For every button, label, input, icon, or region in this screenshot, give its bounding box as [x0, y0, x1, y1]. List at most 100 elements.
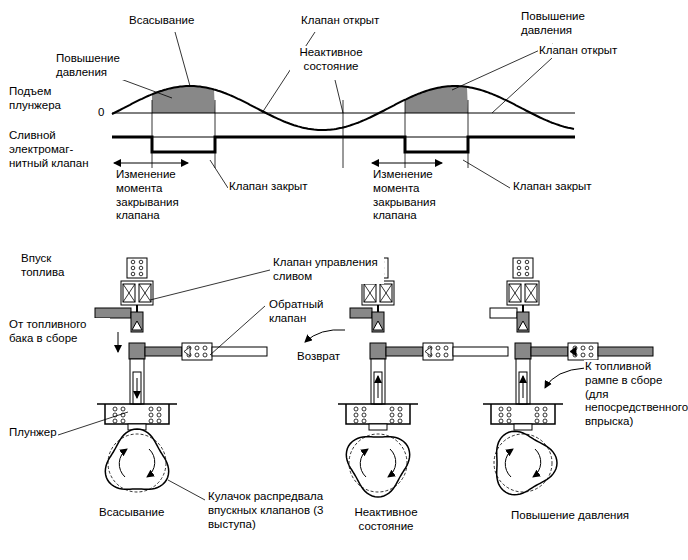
callout-label: 0 — [97, 106, 105, 120]
solenoid-coil — [121, 281, 153, 305]
callout-label: Клапан закрыт — [228, 180, 309, 194]
pump-housing — [97, 403, 177, 405]
plunger-spring — [499, 419, 503, 423]
callout-label: Неактивное состояние — [345, 506, 427, 534]
connector-pin — [525, 266, 529, 270]
plunger-spring — [535, 413, 539, 417]
phase-divider — [215, 100, 216, 168]
check-valve-ball — [425, 347, 431, 356]
connector-pin — [139, 272, 143, 276]
rotation-arrow — [119, 449, 127, 477]
rotation-arrow — [505, 449, 513, 477]
plunger — [133, 372, 141, 404]
plunger-spring — [121, 407, 125, 411]
plunger-spring — [398, 407, 402, 411]
solenoid-coil — [507, 281, 539, 305]
connector-pin — [131, 260, 135, 264]
outlet-channel — [386, 347, 423, 356]
callout-label: Неактивное состояние — [290, 46, 372, 74]
timing-range-arrow — [114, 163, 188, 164]
inlet-pipe — [350, 308, 372, 318]
check-valve-spring — [436, 353, 440, 357]
solenoid-signal — [152, 137, 468, 138]
lifter-cup — [346, 404, 410, 424]
callout-label: Повышение давления — [510, 509, 630, 523]
plunger-spring — [362, 413, 366, 417]
plunger-spring — [390, 413, 394, 417]
coil-winding — [509, 284, 521, 302]
check-valve-spring — [436, 346, 440, 350]
plunger — [374, 372, 382, 404]
pump-unit — [95, 258, 267, 492]
plunger-motion-arrow — [137, 378, 138, 398]
check-valve-spring — [195, 353, 199, 357]
callout-label: Клапан открыт — [300, 14, 380, 28]
callout-label: Всасывание — [98, 506, 165, 520]
outlet-pipe — [453, 347, 508, 356]
coil-winding — [139, 284, 151, 302]
connector-pin — [517, 272, 521, 276]
check-valve-spring — [195, 346, 199, 350]
pump-illustration — [95, 258, 653, 497]
callout-label: Клапан закрыт — [512, 180, 593, 194]
plunger-spring — [535, 407, 539, 411]
solenoid-coil — [362, 281, 394, 305]
pump-unit — [338, 258, 508, 497]
plunger-spring — [121, 419, 125, 423]
coil-winding — [123, 284, 135, 302]
plunger-motion-arrow — [378, 376, 379, 398]
callout-label: Клапан открыт — [538, 44, 618, 58]
plunger-spring — [354, 407, 358, 411]
solenoid-signal — [112, 137, 575, 152]
inlet-pipe — [95, 308, 131, 318]
plunger-spring — [354, 419, 358, 423]
callout-label: Впуск топлива — [20, 252, 82, 280]
plunger-barrel — [371, 359, 385, 404]
check-valve — [182, 343, 212, 360]
intake-camshaft-cam — [497, 431, 557, 494]
solenoid-connector — [513, 258, 533, 278]
callout-label: Подъем плунжера — [8, 85, 100, 113]
check-valve-spring — [589, 346, 593, 350]
base-circle — [349, 434, 407, 492]
rotation-arrow — [147, 449, 155, 477]
outlet-pipe — [212, 347, 267, 356]
flow-arrows — [118, 330, 585, 388]
coil-winding — [380, 284, 392, 302]
callout-label: Возврат — [296, 350, 341, 364]
plunger-spring — [113, 407, 117, 411]
timing-chart — [112, 86, 575, 168]
pressure-chamber — [515, 343, 531, 359]
plunger-spring — [362, 407, 366, 411]
callout-label: К топливной рампе в сборе (для непосредс… — [584, 360, 684, 429]
plunger-spring — [390, 419, 394, 423]
spill-valve-body — [517, 312, 529, 332]
phase-divider — [152, 100, 153, 168]
plunger-spring — [398, 413, 402, 417]
plunger-spring — [499, 413, 503, 417]
spill-valve-head — [132, 321, 142, 330]
connector-pin — [517, 266, 521, 270]
lifter-cup — [105, 404, 169, 424]
connector-pin — [517, 260, 521, 264]
base-circle — [108, 434, 166, 492]
callout-label: Повышение давления — [55, 52, 127, 80]
callout-label: Плунжер — [8, 426, 58, 440]
plunger — [519, 372, 527, 404]
phase-divider — [468, 100, 469, 168]
coil-winding — [139, 284, 151, 302]
connector-pin — [525, 272, 529, 276]
plunger-spring — [149, 419, 153, 423]
callout-label: Всасывание — [128, 14, 195, 28]
spill-valve-body — [131, 312, 143, 332]
timing-range-arrow — [372, 163, 442, 164]
plunger-spring — [543, 419, 547, 423]
check-valve-spring — [581, 346, 585, 350]
outlet-channel — [531, 347, 568, 356]
connector-pin — [525, 260, 529, 264]
plunger-spring — [507, 407, 511, 411]
plunger-spring — [499, 407, 503, 411]
solenoid-connector — [127, 258, 147, 278]
plunger-spring — [507, 419, 511, 423]
